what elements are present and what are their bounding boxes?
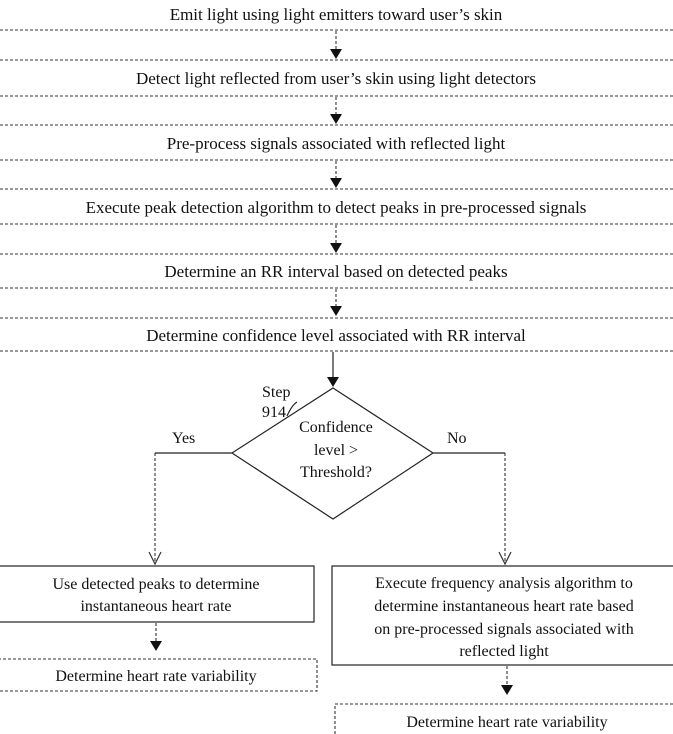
arrowhead-emit-to-detect	[330, 49, 342, 59]
decision-line3: Threshold?	[300, 464, 372, 481]
arrowhead-detect-to-preprocess	[330, 114, 342, 124]
no-branch-arrowhead	[498, 551, 512, 566]
frequency-analysis-box: Execute frequency analysis algorithm to …	[331, 565, 673, 666]
use-peaks-line1: Use detected peaks to determine	[52, 576, 259, 593]
step-number-leader-line	[286, 401, 298, 417]
step-rr-box: Determine an RR interval based on detect…	[0, 253, 673, 289]
step-peak-label: Execute peak detection algorithm to dete…	[86, 198, 587, 217]
arrowhead-confidence-to-decision	[327, 377, 339, 387]
step-emit-label: Emit light using light emitters toward u…	[170, 5, 503, 24]
left-hrv-box: Determine heart rate variability	[0, 658, 318, 692]
decision-diamond	[230, 387, 435, 520]
step-emit-box: Emit light using light emitters toward u…	[0, 5, 673, 31]
yes-branch-arrowhead	[148, 551, 162, 566]
step-peak-box: Execute peak detection algorithm to dete…	[0, 188, 673, 225]
step-detect-box: Detect light reflected from user’s skin …	[0, 59, 673, 97]
step-number-label: Step	[262, 384, 290, 401]
right-hrv-box: Determine heart rate variability	[334, 703, 673, 734]
left-hrv-label: Determine heart rate variability	[55, 668, 256, 685]
step-number-value: 914	[262, 404, 286, 421]
arrowhead-freq-to-hrv	[501, 685, 513, 695]
use-peaks-line2: instantaneous heart rate	[80, 598, 231, 615]
freq-line3: on pre-processed signals associated with	[374, 621, 633, 638]
freq-line4: reflected light	[459, 643, 549, 660]
arrowhead-peak-to-rr	[330, 243, 342, 253]
yes-label: Yes	[172, 430, 195, 447]
step-detect-label: Detect light reflected from user’s skin …	[136, 69, 536, 88]
no-label: No	[447, 430, 467, 447]
right-hrv-label: Determine heart rate variability	[406, 714, 607, 731]
step-confidence-label: Determine confidence level associated wi…	[146, 326, 526, 345]
freq-line1: Execute frequency analysis algorithm to	[375, 575, 633, 592]
step-preprocess-box: Pre-process signals associated with refl…	[0, 124, 673, 161]
freq-line2: determine instantaneous heart rate based	[374, 598, 633, 615]
decision-line1: Confidence	[299, 419, 373, 436]
step-rr-label: Determine an RR interval based on detect…	[164, 262, 507, 281]
arrowhead-use-peaks-to-hrv	[150, 641, 162, 651]
arrowhead-rr-to-confidence	[330, 306, 342, 316]
step-preprocess-label: Pre-process signals associated with refl…	[167, 134, 506, 153]
use-peaks-box: Use detected peaks to determine instanta…	[0, 565, 315, 623]
step-confidence-box: Determine confidence level associated wi…	[0, 317, 673, 352]
decision-line2: level >	[314, 442, 358, 459]
arrowhead-preprocess-to-peak	[330, 178, 342, 188]
